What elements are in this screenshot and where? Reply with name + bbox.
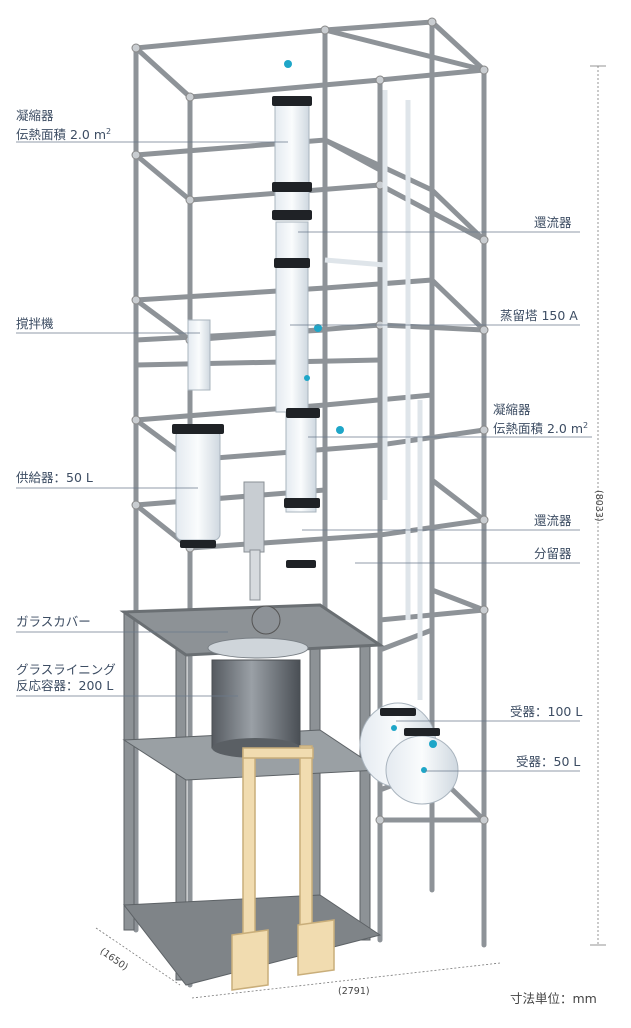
label-glass-cover: ガラスカバー <box>16 614 91 629</box>
label-reactor: グラスライニング 反応容器：200 L <box>16 662 116 694</box>
label-reflux-mid: 還流器 <box>534 513 572 528</box>
dimension-width: (2791) <box>338 986 370 997</box>
label-receiver-100: 受器：100 L <box>510 704 583 719</box>
label-condenser-top-area: 伝熱面積 2.0 m <box>16 127 107 143</box>
label-condenser-mid-line1: 凝縮器 <box>493 402 531 417</box>
label-condenser-top-line1: 凝縮器 <box>16 108 54 123</box>
label-condenser-mid-line2: 伝熱面積 2.0 m2 <box>493 418 588 437</box>
lifter <box>231 745 335 991</box>
label-condenser-mid: 凝縮器 伝熱面積 2.0 m2 <box>493 402 588 437</box>
stand-top-edge <box>119 603 385 657</box>
label-receiver-50: 受器：50 L <box>516 754 581 769</box>
label-reactor-line1: グラスライニング <box>16 662 116 677</box>
feeder-vessel <box>172 319 224 548</box>
distillation-column <box>272 60 344 568</box>
receivers <box>359 702 459 805</box>
leader-lines <box>16 141 592 772</box>
label-feeder: 供給器：50 L <box>16 470 93 485</box>
reactor-vessel <box>207 637 309 758</box>
dimension-lines <box>95 65 606 999</box>
label-condenser-top-line2: 伝熱面積 2.0 m2 <box>16 124 111 143</box>
agitator-motor <box>243 481 281 635</box>
label-superscript: 2 <box>583 421 589 430</box>
label-splitter: 分留器 <box>534 546 572 561</box>
label-reflux-top: 還流器 <box>534 215 572 230</box>
label-agitator: 撹拌機 <box>16 316 54 331</box>
label-reactor-line2: 反応容器：200 L <box>16 678 114 693</box>
label-column: 蒸留塔 150 A <box>500 308 578 323</box>
label-condenser-mid-area: 伝熱面積 2.0 m <box>493 421 584 437</box>
unit-note: 寸法単位：mm <box>510 991 597 1006</box>
label-condenser-top: 凝縮器 伝熱面積 2.0 m2 <box>16 108 111 143</box>
dimension-height: (8033) <box>593 490 604 522</box>
reflux-piping <box>324 90 423 700</box>
label-superscript: 2 <box>106 127 112 136</box>
